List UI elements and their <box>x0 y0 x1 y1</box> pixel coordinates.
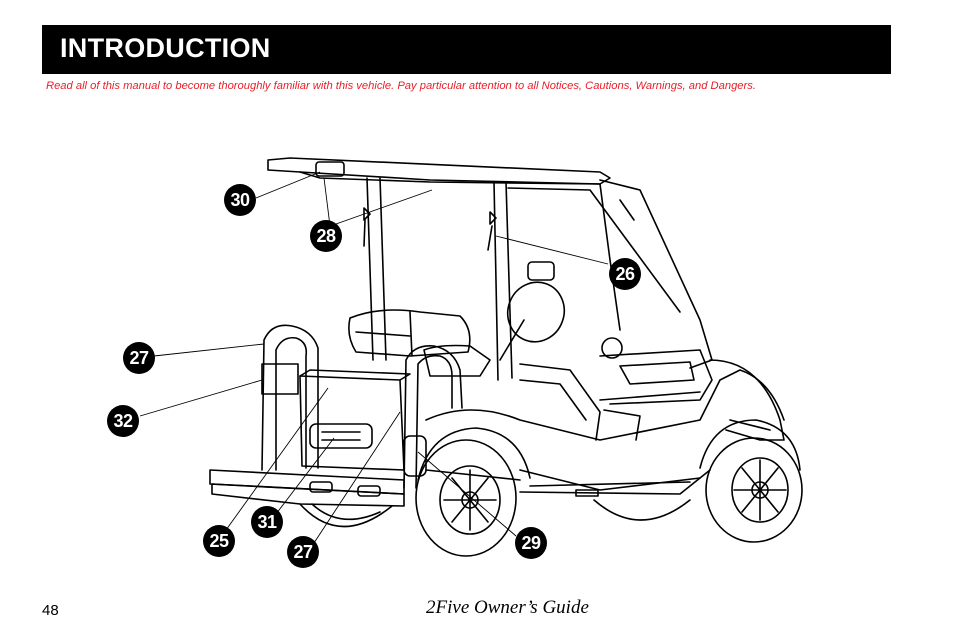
dome-light <box>315 161 345 177</box>
callout-marker: 32 <box>107 405 139 437</box>
guide-title: 2Five Owner’s Guide <box>426 597 589 618</box>
callout-marker: 31 <box>251 506 283 538</box>
callout-marker: 28 <box>310 220 342 252</box>
rear-view-mirror <box>527 261 555 281</box>
page-number: 48 <box>42 602 59 619</box>
callout-marker: 26 <box>609 258 641 290</box>
license-plate <box>261 363 299 395</box>
section-header-bar: INTRODUCTION <box>42 25 891 74</box>
intro-note: Read all of this manual to become thorou… <box>46 80 756 92</box>
tail-light <box>403 435 427 477</box>
callout-marker: 29 <box>515 527 547 559</box>
section-title: INTRODUCTION <box>60 33 271 63</box>
callout-marker: 25 <box>203 525 235 557</box>
callout-marker: 27 <box>287 536 319 568</box>
callout-marker: 27 <box>123 342 155 374</box>
callout-marker: 30 <box>224 184 256 216</box>
steering-wheel <box>506 281 566 343</box>
